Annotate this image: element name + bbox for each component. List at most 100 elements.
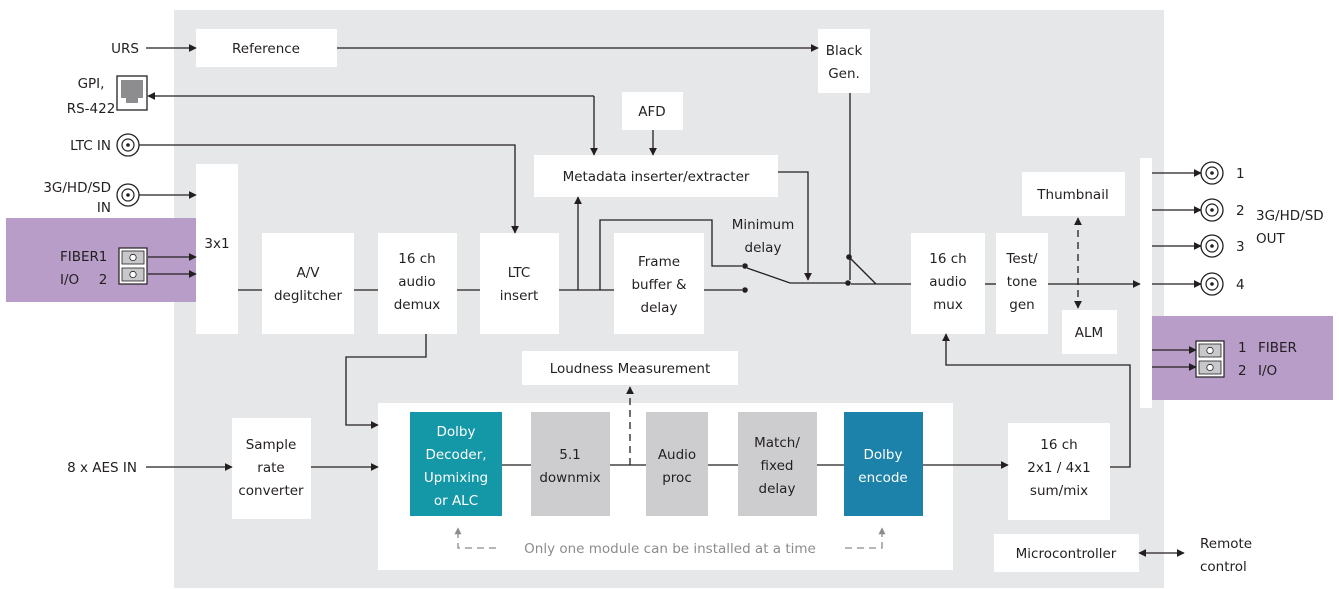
- audio-proc-label-2: proc: [662, 470, 692, 486]
- remote-control-label: Remote: [1200, 536, 1252, 552]
- sdi-out-4-bnc-icon: [1200, 272, 1224, 296]
- dolby-encode-label-2: encode: [858, 470, 907, 486]
- summix-block: [1008, 423, 1110, 520]
- src-label: Sample: [246, 437, 297, 453]
- fiber-out-port-2: 2: [1238, 363, 1247, 379]
- sdi-out-label: 3G/HD/SD: [1256, 208, 1324, 224]
- thumbnail-label: Thumbnail: [1036, 187, 1108, 203]
- downmix-label-2: downmix: [539, 470, 600, 486]
- mux-label-3: mux: [933, 297, 963, 313]
- black-gen-label: Black: [826, 43, 863, 59]
- rs422-label: RS-422: [67, 101, 116, 117]
- signal-lines: [139, 44, 1202, 557]
- out-port-2: 2: [1236, 203, 1245, 219]
- sdi-out-1-bnc-icon: [1200, 161, 1224, 185]
- minimum-delay-label-2: delay: [745, 240, 782, 256]
- av-deglitcher-label-2: deglitcher: [274, 288, 343, 304]
- ltc-insert-label: LTC: [508, 265, 531, 281]
- audio-proc-label: Audio: [658, 447, 696, 463]
- src-label-3: converter: [238, 483, 304, 499]
- dolby-decoder-label-2: Decoder,: [425, 447, 486, 463]
- src-label-2: rate: [257, 460, 284, 476]
- metadata-label: Metadata inserter/extracter: [563, 169, 750, 185]
- demux-label-2: audio: [398, 274, 435, 290]
- fiber-in-connector-icon: [118, 247, 148, 285]
- test-tone-block: [996, 233, 1048, 334]
- loudness-label: Loudness Measurement: [550, 361, 711, 377]
- afd-block: [622, 92, 683, 130]
- audio-demux-block: [378, 233, 457, 334]
- downmix-label: 5.1: [559, 447, 580, 463]
- aes-in-label: 8 x AES IN: [67, 460, 137, 476]
- sdi-out-3-bnc-icon: [1200, 234, 1224, 258]
- microcontroller-label: Microcontroller: [1016, 546, 1117, 562]
- output-bus-block: [1140, 158, 1152, 408]
- remote-control-label-2: control: [1200, 559, 1247, 575]
- sdi-out-label-2: OUT: [1256, 231, 1286, 247]
- dolby-encode-label: Dolby: [864, 447, 903, 463]
- match-delay-label-3: delay: [759, 481, 796, 497]
- sdi-out-2-bnc-icon: [1200, 198, 1224, 222]
- fiber-input-region: [6, 218, 196, 302]
- module-note: Only one module can be installed at a ti…: [524, 541, 816, 557]
- dolby-decoder-label: Dolby: [437, 424, 476, 440]
- sdi-in-label: 3G/HD/SD: [43, 180, 111, 196]
- black-gen-block: [818, 29, 870, 93]
- dolby-decoder-label-3: Upmixing: [424, 470, 488, 486]
- fiber-output-region: [1152, 316, 1333, 400]
- test-tone-label-3: gen: [1009, 297, 1034, 313]
- metadata-block: [534, 155, 778, 197]
- summix-label-2: 2x1 / 4x1: [1027, 460, 1090, 476]
- minimum-delay-switch: [742, 263, 851, 293]
- out-port-1: 1: [1236, 166, 1245, 182]
- out-port-4: 4: [1236, 277, 1245, 293]
- alm-block: [1062, 310, 1117, 354]
- dolby-decoder-label-4: or ALC: [434, 493, 478, 509]
- fiber-out-connector-icon: [1195, 340, 1225, 378]
- src-block: [232, 418, 311, 519]
- frame-buffer-label: Frame: [638, 254, 680, 270]
- dolby-encode-block: [844, 412, 923, 516]
- frame-buffer-label-2: buffer &: [631, 277, 687, 293]
- audio-mux-block: [911, 233, 985, 334]
- rj45-port-icon: [116, 75, 148, 111]
- summix-label-3: sum/mix: [1030, 483, 1088, 499]
- fiber-in-label: FIBER: [60, 249, 99, 265]
- summix-label: 16 ch: [1040, 437, 1077, 453]
- mux-label: 16 ch: [929, 251, 966, 267]
- ltc-in-bnc-icon: [116, 133, 140, 157]
- microcontroller-block: [994, 534, 1139, 572]
- switch-3x1-block: [196, 164, 238, 334]
- sdi-in-bnc-icon: [116, 183, 140, 207]
- match-delay-label: Match/: [754, 435, 800, 451]
- fiber-out-label-2: I/O: [1258, 363, 1277, 379]
- dolby-decoder-block: [410, 412, 502, 516]
- module-note-right-arrow: [845, 527, 886, 549]
- fiber-out-port-1: 1: [1238, 340, 1247, 356]
- reference-block: [196, 29, 337, 67]
- ltc-insert-label-2: insert: [500, 288, 539, 304]
- downmix-block: [531, 412, 610, 516]
- out-port-3: 3: [1236, 239, 1245, 255]
- fiber-in-label-2: I/O: [60, 272, 79, 288]
- demux-label: 16 ch: [398, 251, 435, 267]
- thumbnail-block: [1022, 172, 1125, 216]
- module-note-left-arrow: [454, 527, 496, 549]
- loudness-block: [522, 351, 738, 385]
- audio-proc-block: [646, 412, 708, 516]
- switch-3x1-label: 3x1: [204, 236, 229, 252]
- fiber-in-port-2: 2: [99, 272, 108, 288]
- match-delay-label-2: fixed: [761, 458, 794, 474]
- fiber-in-port-1: 1: [99, 249, 108, 265]
- black-gen-switch: [846, 254, 877, 285]
- av-deglitcher-label: A/V: [296, 265, 320, 281]
- test-tone-label: Test/: [1005, 251, 1038, 267]
- reference-label: Reference: [232, 41, 300, 57]
- sdi-in-label-2: IN: [97, 200, 111, 216]
- frame-buffer-label-3: delay: [641, 300, 678, 316]
- gpi-label: GPI,: [78, 76, 105, 92]
- mux-label-2: audio: [929, 274, 966, 290]
- black-gen-label-2: Gen.: [828, 66, 860, 82]
- demux-label-3: demux: [394, 297, 441, 313]
